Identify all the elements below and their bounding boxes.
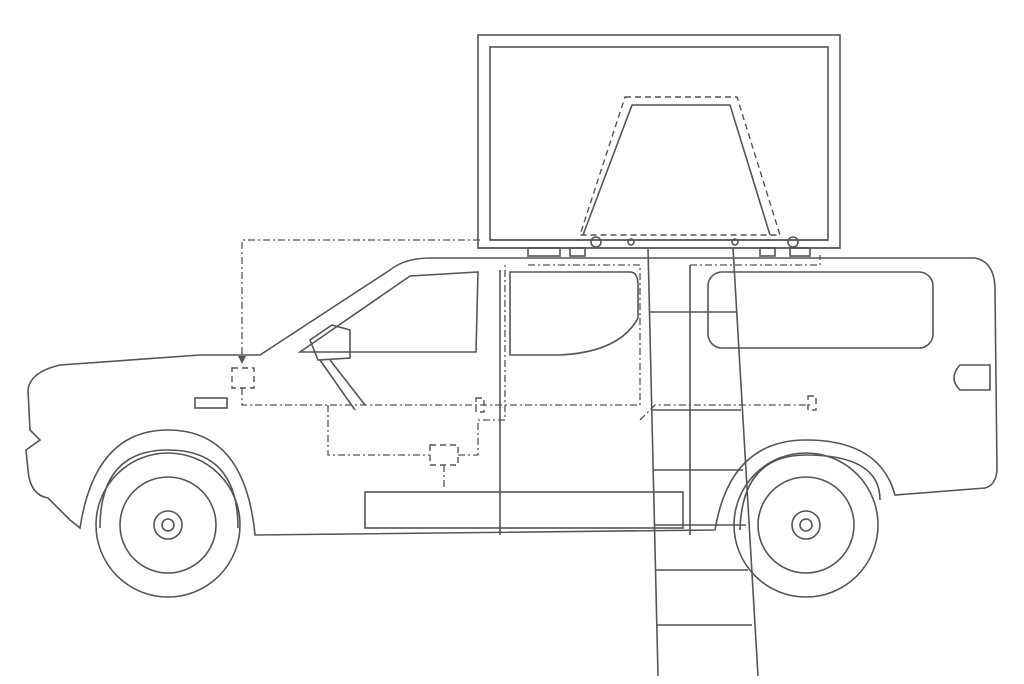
vehicle-body (25, 257, 998, 536)
rear-wheel (733, 452, 879, 598)
control-lines (231, 239, 821, 490)
tent-canopy-outline (579, 96, 781, 236)
roof-tent (477, 34, 841, 257)
front-wheel (95, 452, 241, 598)
ladder (647, 247, 759, 677)
